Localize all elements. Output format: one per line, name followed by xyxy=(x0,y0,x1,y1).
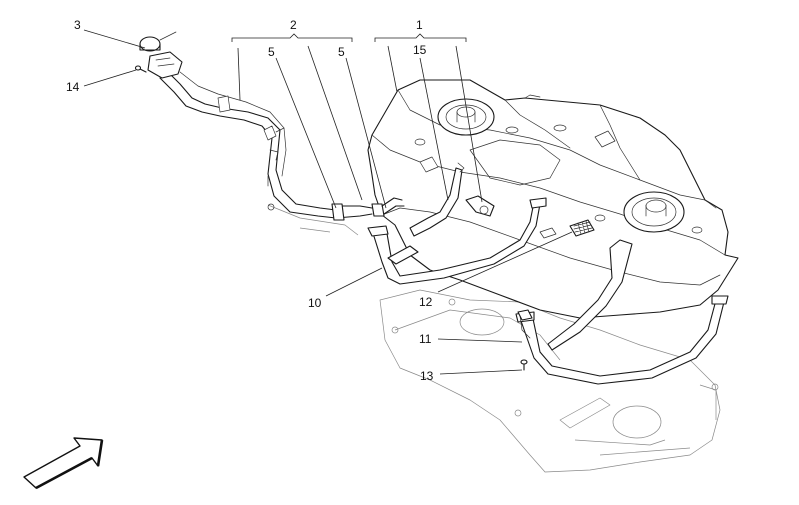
callout-12: 12 xyxy=(419,295,433,309)
callout-13: 13 xyxy=(420,369,434,383)
callout-14: 14 xyxy=(66,80,80,94)
callout-3: 3 xyxy=(74,18,81,32)
callout-2: 2 xyxy=(290,18,297,32)
callout-5-left: 5 xyxy=(268,45,275,59)
group-bracket-2 xyxy=(231,33,353,42)
leader-lines xyxy=(83,29,573,375)
tank-strap-front xyxy=(367,197,547,285)
callout-1: 1 xyxy=(416,18,423,32)
strap-mount-bracket xyxy=(519,315,531,339)
strap-nut xyxy=(517,309,533,321)
callout-15: 15 xyxy=(413,43,427,57)
callout-11: 11 xyxy=(419,332,432,346)
group-bracket-1 xyxy=(374,33,467,42)
fuel-tank xyxy=(367,79,739,319)
fuel-filler-pipe xyxy=(159,69,405,221)
filler-screw xyxy=(134,65,147,73)
strap-bolt xyxy=(520,359,528,371)
callout-5-right: 5 xyxy=(338,45,345,59)
fuel-pump-connector xyxy=(457,162,495,217)
anti-rattle-pad xyxy=(539,219,595,239)
direction-arrow-icon xyxy=(23,437,104,490)
fuel-filler-cap xyxy=(139,31,183,79)
callout-10: 10 xyxy=(308,296,322,310)
